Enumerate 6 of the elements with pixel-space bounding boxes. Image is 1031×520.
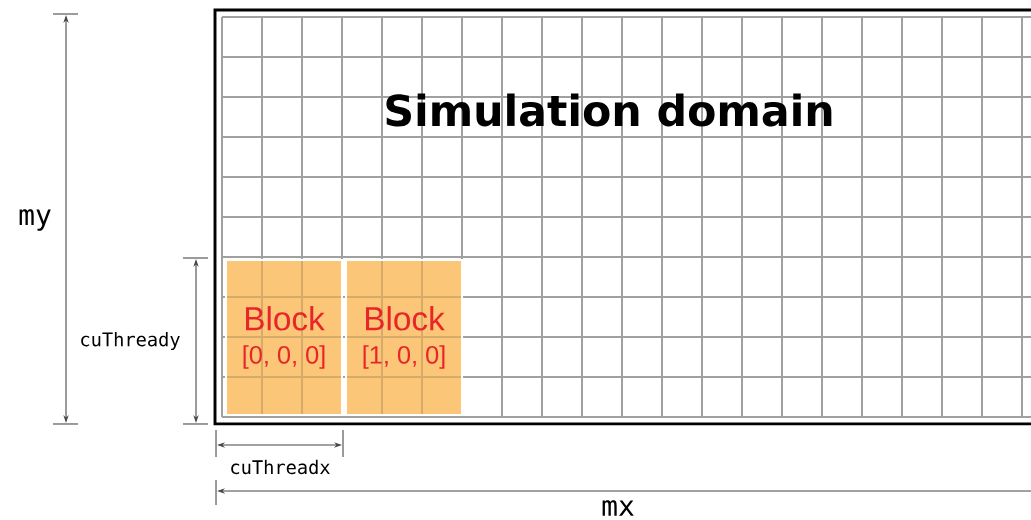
block-box: Block [0, 0, 0] — [225, 259, 343, 416]
dimension-label: my — [19, 209, 51, 231]
dimension-label: cuThready — [81, 331, 180, 351]
dimension-label: mx — [602, 500, 634, 516]
dimension-label: cuThreadx — [231, 459, 330, 475]
block-box: Block [1, 0, 0] — [345, 259, 463, 416]
